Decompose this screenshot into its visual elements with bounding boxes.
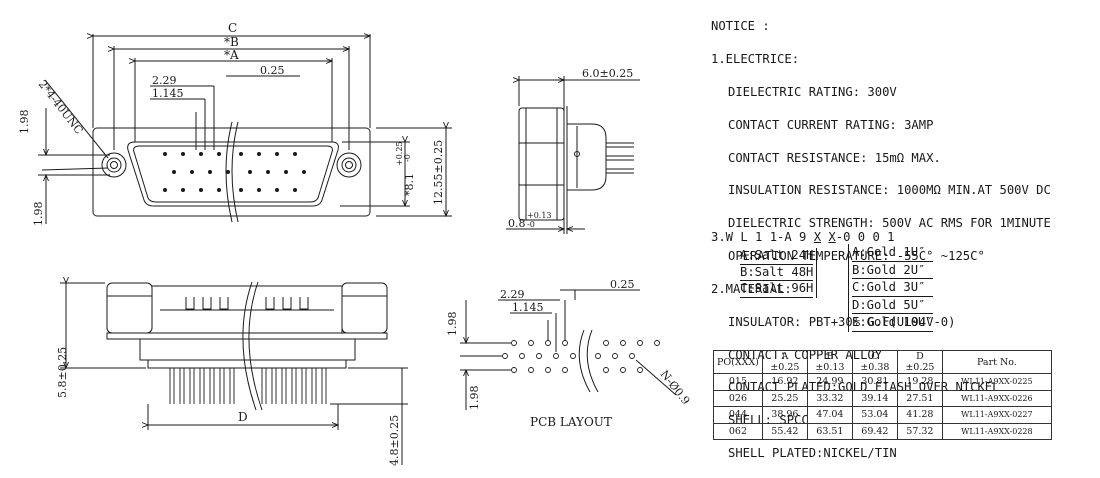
table-row: 026 25.25 33.32 39.14 27.51 WL11-A9XX-02… [713, 389, 1052, 407]
dim-8-1-tol-up: +0.25 [395, 141, 404, 166]
pcb-dim-1-98-top: 1.98 [446, 312, 459, 337]
dim-A: *A [224, 48, 239, 62]
dim-1-145: 1.145 [152, 87, 184, 100]
table-cell: 25.25 [761, 389, 808, 407]
gold-option: A:Gold 1U″ [852, 244, 933, 262]
table-cell: 044 [713, 406, 763, 424]
dim-12-55: 12.55±0.25 [432, 140, 445, 205]
gold-option: E:Gold 10U″ [852, 314, 933, 332]
material-heading: 2.MATERIAL: [711, 281, 792, 296]
table-cell: 55.42 [761, 422, 808, 440]
table-row: 062 55.42 63.51 69.42 57.32 WL11-A9XX-02… [713, 422, 1052, 440]
table-cell: 41.28 [896, 406, 943, 424]
dim-1-98-top: 1.98 [18, 110, 31, 135]
dim-D: D [238, 410, 248, 424]
part-number-prefix: 3.W L 1 1-A 9 [711, 230, 814, 244]
dim-6-0: 6.0±0.25 [582, 67, 633, 80]
table-cell: 27.51 [896, 389, 943, 407]
table-cell: 47.04 [806, 406, 853, 424]
dim-5-8: 5.8±0.25 [56, 347, 69, 398]
contact-resistance: CONTACT RESISTANCE: 15mΩ MAX. [728, 150, 941, 165]
insulator: INSULATOR: PBT+30% G.F(UL94V-0) [728, 314, 956, 329]
dim-8-1: *8.1 [403, 173, 416, 196]
salt-option: A:Salt 24H [740, 248, 814, 265]
table-header: Part No. [941, 350, 1052, 374]
table-cell: 16.92 [761, 373, 808, 391]
table-cell: 026 [713, 389, 763, 407]
gold-option: C:Gold 3U″ [852, 279, 933, 297]
table-header: PO(XXX) [713, 350, 763, 374]
gold-option: D:Gold 5U″ [852, 297, 933, 315]
electrice-heading: 1.ELECTRICE: [711, 52, 800, 67]
dim-0-8: 0.8 [508, 217, 526, 230]
pcb-dim-0-25: 0.25 [610, 278, 635, 291]
table-header: A ±0.25 [761, 350, 808, 374]
table-row: 044 38.96 47.04 53.04 41.28 WL11-A9XX-02… [713, 406, 1052, 424]
table-header: D ±0.25 [896, 350, 943, 374]
salt-option: B:Salt 48H [740, 265, 814, 282]
dim-4-8: 4.8±0.25 [388, 415, 401, 466]
pcb-dim-2-29: 2.29 [500, 288, 525, 301]
gold-options: A:Gold 1U″ B:Gold 2U″ C:Gold 3U″ D:Gold … [848, 244, 933, 332]
dimension-labels: C *B *A 2.29 1.145 0.25 2*4-40UNC 1.98 1… [18, 21, 692, 466]
dim-0-8-tol-up: +0.13 [527, 211, 552, 220]
pcb-layout-title: PCB LAYOUT [530, 415, 612, 429]
pcb-layout [460, 289, 677, 410]
part-number-suffix: -0 0 0 1 [835, 230, 895, 244]
table-cell: 24.99 [806, 373, 853, 391]
dielectric-rating: DIELECTRIC RATING: 300V [728, 85, 897, 100]
front-view [38, 34, 452, 224]
dim-8-1-tol-down: -0 [403, 154, 412, 162]
dimension-table: PO(XXX) A ±0.25 B ±0.13 C ±0.38 D ±0.25 … [713, 350, 1052, 440]
table-cell: 38.96 [761, 406, 808, 424]
pcb-dim-1-98-bottom: 1.98 [468, 386, 481, 411]
table-cell: WL11-A9XX-0226 [941, 389, 1052, 407]
part-number-code: 3.W L 1 1-A 9 X X-0 0 0 1 [711, 230, 894, 244]
insulation-resistance: INSULATION RESISTANCE: 1000MΩ MIN.AT 500… [728, 183, 1051, 198]
table-cell: 19.28 [896, 373, 943, 391]
contact-current-rating: CONTACT CURRENT RATING: 3AMP [728, 117, 934, 132]
part-number-gold-code: X [828, 230, 836, 244]
table-cell: WL11-A9XX-0228 [941, 422, 1052, 440]
table-header: B ±0.13 [806, 350, 853, 374]
dim-B: *B [224, 35, 239, 49]
table-header-row: PO(XXX) A ±0.25 B ±0.13 C ±0.38 D ±0.25 … [713, 350, 1052, 374]
operation-temperature: OPERATION TEMPERATURE: -55C° ~125C° [728, 249, 985, 264]
table-cell: 39.14 [851, 389, 898, 407]
salt-options: A:Salt 24H B:Salt 48H C:Salt 96H [740, 248, 818, 298]
shell-plated: SHELL PLATED:NICKEL/TIN [728, 445, 897, 460]
table-cell: 63.51 [806, 422, 853, 440]
table-cell: 57.32 [896, 422, 943, 440]
dim-C: C [228, 21, 237, 35]
pcb-dim-1-145: 1.145 [512, 301, 544, 314]
table-cell: 33.32 [806, 389, 853, 407]
dim-0-25: 0.25 [260, 64, 285, 77]
part-number-salt-code: X [813, 230, 822, 244]
table-row: 015 16.92 24.99 30.81 19.28 WL11-A9XX-02… [713, 373, 1052, 391]
table-cell: WL11-A9XX-0227 [941, 406, 1052, 424]
table-header: C ±0.38 [851, 350, 898, 374]
side-view [506, 76, 640, 234]
notice-title: NOTICE : [711, 19, 770, 34]
pcb-hole-size: N-Ø0.9 [658, 368, 693, 407]
table-cell: 53.04 [851, 406, 898, 424]
table-cell: 69.42 [851, 422, 898, 440]
salt-option: C:Salt 96H [740, 281, 814, 298]
dim-2-29: 2.29 [152, 74, 177, 87]
thread-spec: 2*4-40UNC [36, 78, 86, 137]
technical-drawing: C *B *A 2.29 1.145 0.25 2*4-40UNC 1.98 1… [18, 21, 692, 466]
dim-0-8-tol-down: -0 [527, 220, 535, 229]
bottom-view [60, 282, 408, 465]
table-cell: WL11-A9XX-0225 [941, 373, 1052, 391]
dim-1-98-bottom: 1.98 [32, 202, 45, 227]
table-cell: 015 [713, 373, 763, 391]
gold-option: B:Gold 2U″ [852, 262, 933, 280]
table-cell: 062 [713, 422, 763, 440]
dielectric-strength: DIELECTRIC STRENGTH: 500V AC RMS FOR 1MI… [728, 216, 1051, 231]
table-cell: 30.81 [851, 373, 898, 391]
